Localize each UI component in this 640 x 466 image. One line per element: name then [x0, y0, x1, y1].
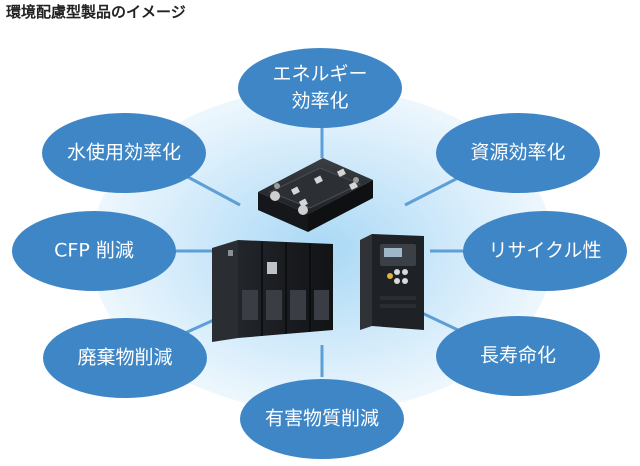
bubbles: [12, 48, 627, 459]
bubble-cfp: [12, 211, 176, 291]
bubble-resource: [436, 113, 600, 193]
connector-resource: [404, 176, 459, 207]
bubble-longevity: [436, 316, 600, 396]
bubble-hazardous: [240, 379, 404, 459]
bubble-water: [42, 113, 206, 193]
inverter-icon: [360, 234, 424, 330]
bubble-label-energy-line2: 効率化: [291, 90, 349, 112]
bubble-label-recycle: リサイクル性: [488, 239, 602, 262]
bubble-recycle: [463, 211, 627, 291]
bubble-energy: [238, 48, 402, 128]
bubble-label-waste: 廃棄物削減: [77, 346, 173, 369]
bubble-label-hazardous: 有害物質削減: [264, 407, 380, 430]
bubble-label-energy: エネルギー 効率化: [272, 61, 367, 115]
ups-cabinet-icon: [212, 240, 333, 342]
bubble-label-cfp: CFP 削減: [54, 239, 134, 262]
connector-water: [185, 174, 241, 207]
bubble-label-energy-line1: エネルギー: [272, 63, 368, 85]
bubble-label-resource: 資源効率化: [470, 141, 566, 164]
bubble-waste: [43, 318, 207, 398]
bubble-label-water: 水使用効率化: [66, 141, 182, 164]
diagram-title: 環境配慮型製品のイメージ: [6, 3, 186, 21]
bubble-label-longevity: 長寿命化: [479, 344, 557, 367]
power-module-icon: [258, 158, 373, 232]
